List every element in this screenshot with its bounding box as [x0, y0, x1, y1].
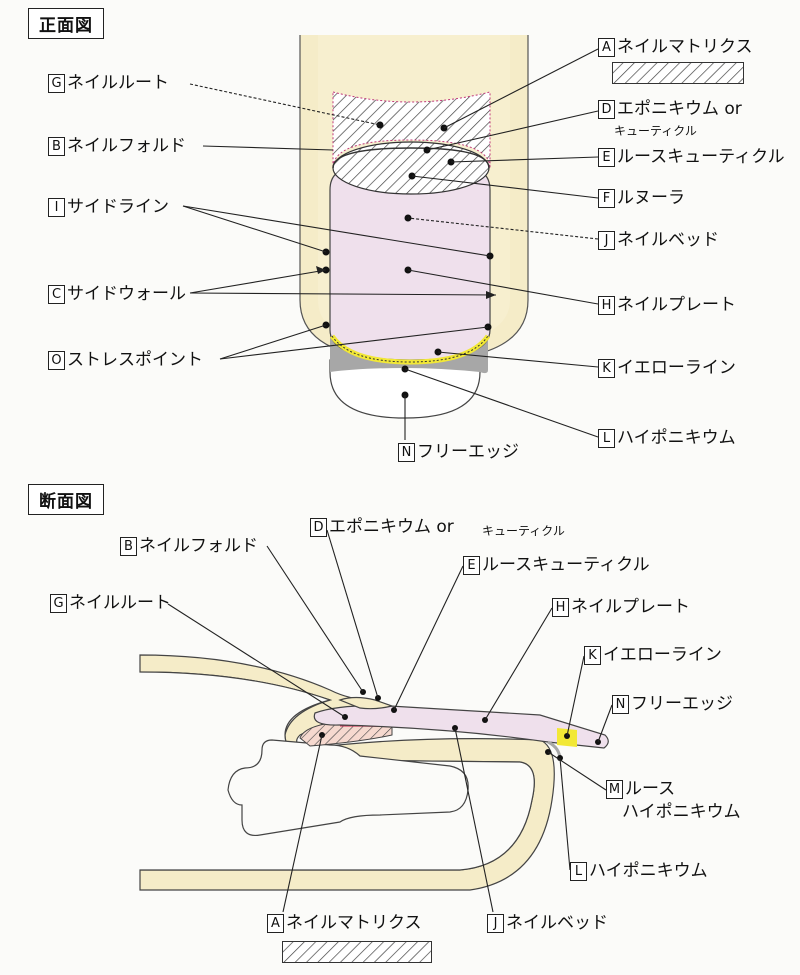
label-key: A: [267, 914, 284, 933]
label-text: エポニキウム or: [617, 99, 742, 119]
label-text: ハイポニキウム: [617, 428, 736, 448]
label-key: A: [598, 38, 615, 57]
front-label-cuticle-sub: キューティクル: [614, 124, 697, 138]
label-key: K: [584, 646, 601, 665]
label-text: ルヌーラ: [617, 188, 685, 208]
hyponychium-band: [330, 330, 488, 374]
label-text: ネイルベッド: [506, 913, 608, 933]
label-text: サイドウォール: [67, 284, 186, 304]
front-view-title: 正面図: [28, 8, 104, 39]
label-key: D: [310, 518, 327, 537]
label-text: ルース: [625, 779, 676, 799]
label-text: ルースキューティクル: [617, 147, 785, 167]
nail-root-hatch: [332, 91, 491, 169]
label-text: ネイルルート: [67, 73, 169, 93]
section-matrix-legend-swatch: [282, 941, 432, 963]
label-text: ルースキューティクル: [482, 555, 650, 575]
label-key: N: [398, 443, 415, 462]
label-key: G: [50, 594, 67, 613]
front-matrix-legend-swatch: [612, 62, 744, 84]
label-text: ネイルフォルド: [139, 536, 258, 556]
label-key: K: [598, 359, 615, 378]
label-key: H: [598, 296, 615, 315]
label-key: G: [48, 74, 65, 93]
label-text: ネイルルート: [69, 593, 171, 613]
label-key: O: [48, 351, 65, 370]
label-key: L: [570, 862, 587, 881]
label-text: イエローライン: [603, 645, 722, 665]
lunula-shape: [332, 141, 490, 195]
label-key: N: [612, 695, 629, 714]
label-text: ネイルマトリクス: [617, 37, 753, 57]
label-key: D: [598, 100, 615, 119]
label-key: J: [487, 914, 504, 933]
label-text: フリーエッジ: [631, 694, 733, 714]
label-text: フリーエッジ: [417, 442, 519, 462]
label-key: M: [606, 780, 623, 799]
label-key: E: [598, 148, 615, 167]
label-key: B: [48, 137, 65, 156]
label-text: ネイルベッド: [617, 230, 719, 250]
label-text: イエローライン: [617, 358, 736, 378]
front-view-diagram: [182, 35, 599, 440]
nail-plate-shape: [329, 167, 491, 361]
label-text: ネイルマトリクス: [286, 913, 422, 933]
bone-shape: [227, 739, 469, 837]
label-key: H: [552, 598, 569, 617]
label-text: サイドライン: [67, 197, 169, 217]
label-key: B: [120, 537, 137, 556]
label-key: L: [598, 429, 615, 448]
label-text: ハイポニキウム: [589, 861, 708, 881]
label-text: エポニキウム or: [329, 517, 454, 537]
label-text: ネイルプレート: [571, 597, 690, 617]
label-key: F: [598, 189, 615, 208]
label-key: I: [48, 198, 65, 217]
label-key: E: [463, 556, 480, 575]
label-key: C: [48, 285, 65, 304]
section-label-loose-hyponychium-line2: ハイポニキウム: [622, 802, 741, 822]
label-text: ネイルフォルド: [67, 136, 186, 156]
label-text: ストレスポイント: [67, 350, 203, 370]
section-view-title: 断面図: [28, 484, 104, 515]
label-key: J: [598, 231, 615, 250]
label-text: ネイルプレート: [617, 295, 736, 315]
section-label-cuticle-sub: キューティクル: [482, 524, 565, 538]
cross-section-diagram: [139, 529, 613, 913]
